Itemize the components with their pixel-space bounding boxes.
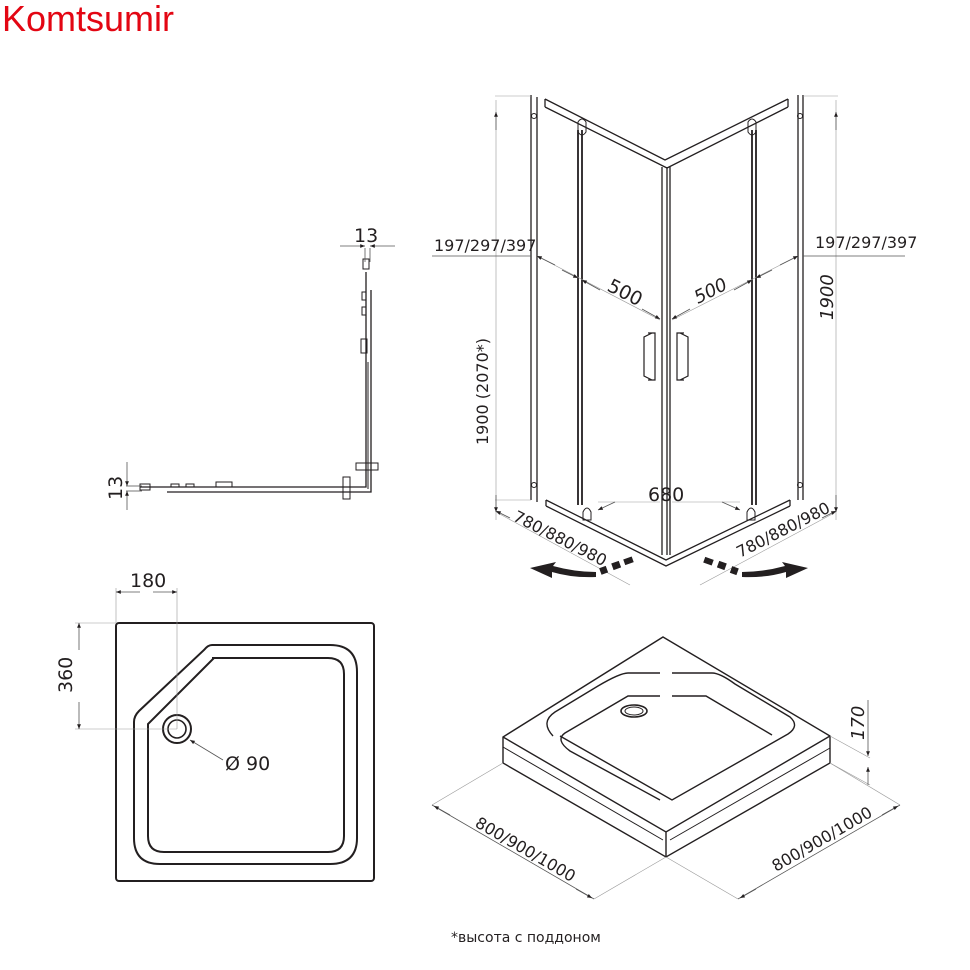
tray-drain-y: 360 bbox=[55, 657, 77, 693]
profile-dim-left: 13 bbox=[105, 476, 127, 500]
brand-logo: Komtsumir bbox=[2, 0, 175, 39]
enclosure-height-left: 1900 (2070*) bbox=[473, 338, 492, 445]
tray-side-left: 800/900/1000 bbox=[472, 813, 579, 886]
left-wall-post bbox=[530, 95, 538, 502]
tray-drain-diameter: Ø 90 bbox=[225, 753, 270, 775]
tray-iso-drain bbox=[620, 704, 648, 718]
wall-bracket-top bbox=[362, 258, 370, 270]
left-door-edge bbox=[577, 130, 583, 505]
enclosure-side-right: 780/880/980 bbox=[733, 498, 833, 561]
tray-outline bbox=[115, 622, 375, 882]
left-door-handle bbox=[643, 332, 656, 381]
door-swing-arrow-left bbox=[530, 556, 634, 578]
enclosure-offset-right: 197/297/397 bbox=[815, 233, 917, 252]
tray-height: 170 bbox=[848, 706, 869, 740]
profile-dim-top: 13 bbox=[354, 225, 378, 247]
footnote: *высота с поддоном bbox=[451, 930, 601, 946]
tray-outer-basin bbox=[133, 644, 358, 865]
tray-drain-x: 180 bbox=[130, 570, 166, 592]
corner-profile-plan: 13 13 bbox=[105, 225, 395, 510]
enclosure-elevation: 1900 (2070*) 1900 197/297/397 500 197/29… bbox=[432, 95, 917, 586]
tray-isometric-view: 170 800/900/1000 800/900/1000 bbox=[431, 636, 901, 900]
wall-bracket-left bbox=[139, 483, 151, 491]
enclosure-right-door-width: 500 bbox=[691, 274, 731, 308]
enclosure-height-right: 1900 bbox=[817, 274, 838, 320]
tray-side-right: 800/900/1000 bbox=[769, 803, 876, 876]
enclosure-left-door-width: 500 bbox=[604, 275, 646, 311]
right-door-edge bbox=[751, 130, 757, 505]
right-door-handle bbox=[676, 332, 689, 381]
door-swing-arrow-right bbox=[703, 556, 808, 578]
tray-plan-view: 180 360 Ø 90 bbox=[55, 570, 375, 882]
enclosure-opening-width: 680 bbox=[648, 484, 684, 506]
right-wall-post bbox=[797, 95, 804, 500]
enclosure-offset-left: 197/297/397 bbox=[434, 236, 536, 255]
enclosure-side-left: 780/880/980 bbox=[510, 507, 610, 570]
tray-inner-basin bbox=[147, 657, 345, 853]
